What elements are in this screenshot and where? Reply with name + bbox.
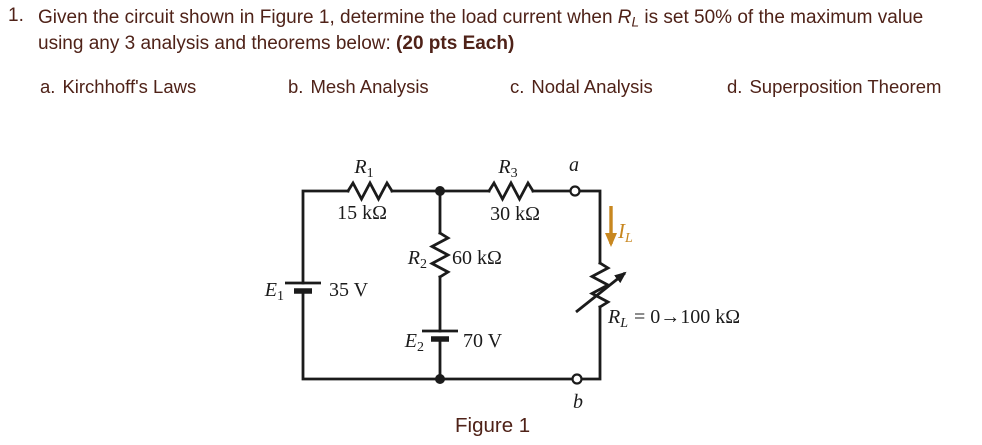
question-line-1-pre: Given the circuit shown in Figure 1, det… xyxy=(38,7,618,28)
wire-top-right xyxy=(531,189,602,265)
options-row: a.Kirchhoff's Laws b.Mesh Analysis c.Nod… xyxy=(0,76,982,100)
battery-e1-symbol xyxy=(285,281,321,294)
resistor-r1-label: R1 xyxy=(353,156,373,181)
question-text: Given the circuit shown in Figure 1, det… xyxy=(38,5,923,57)
resistor-r2-value: 60 kΩ xyxy=(452,247,502,269)
question-line-2: using any 3 analysis and theorems below:… xyxy=(38,31,923,57)
resistor-r3-label: R3 xyxy=(497,156,517,181)
question-line-1-post: is set 50% of the maximum value xyxy=(639,7,924,28)
terminal-b-label: b xyxy=(573,391,583,413)
question-line-2-text: using any 3 analysis and theorems below: xyxy=(38,33,397,54)
terminal-a-label: a xyxy=(569,154,579,176)
points-note: (20 pts Each) xyxy=(396,33,515,54)
question-number: 1. xyxy=(8,5,24,26)
resistor-r2-zigzag xyxy=(429,231,451,279)
load-current-label: IL xyxy=(617,219,633,246)
resistor-rl-zigzag xyxy=(589,261,611,309)
option-a: a.Kirchhoff's Laws xyxy=(40,76,197,97)
circuit-figure: R1 15 kΩ R3 30 kΩ R2 60 kΩ E1 35 V E2 70… xyxy=(264,154,740,413)
resistor-r3-value: 30 kΩ xyxy=(490,203,540,225)
variable-resistor-arrow-icon xyxy=(575,271,627,314)
load-resistor-label: RL= 0→100 kΩ xyxy=(607,306,740,331)
junction-node-bottom xyxy=(435,374,445,384)
figure-caption: Figure 1 xyxy=(455,414,531,437)
wire-right-bottom xyxy=(301,289,602,381)
junction-node-top xyxy=(435,186,445,196)
option-c: c.Nodal Analysis xyxy=(510,76,653,97)
rl-symbol-inline: RL xyxy=(617,7,640,30)
battery-e2-symbol xyxy=(422,329,458,342)
resistor-r3-zigzag xyxy=(487,180,535,202)
resistor-r1-value: 15 kΩ xyxy=(337,202,387,224)
question-line-1: Given the circuit shown in Figure 1, det… xyxy=(38,5,923,31)
resistor-r2-label: R2 xyxy=(407,247,427,272)
option-d: d.Superposition Theorem xyxy=(727,76,942,97)
source-e1-value: 35 V xyxy=(329,279,369,301)
option-b: b.Mesh Analysis xyxy=(288,76,429,97)
source-e2-label: E2 xyxy=(404,330,424,355)
wire-left-top xyxy=(301,189,350,285)
resistor-r1-zigzag xyxy=(346,180,394,202)
source-e2-value: 70 V xyxy=(463,330,503,352)
source-e1-label: E1 xyxy=(264,279,284,304)
terminal-b-circle xyxy=(571,373,583,385)
terminal-a-circle xyxy=(569,185,581,197)
